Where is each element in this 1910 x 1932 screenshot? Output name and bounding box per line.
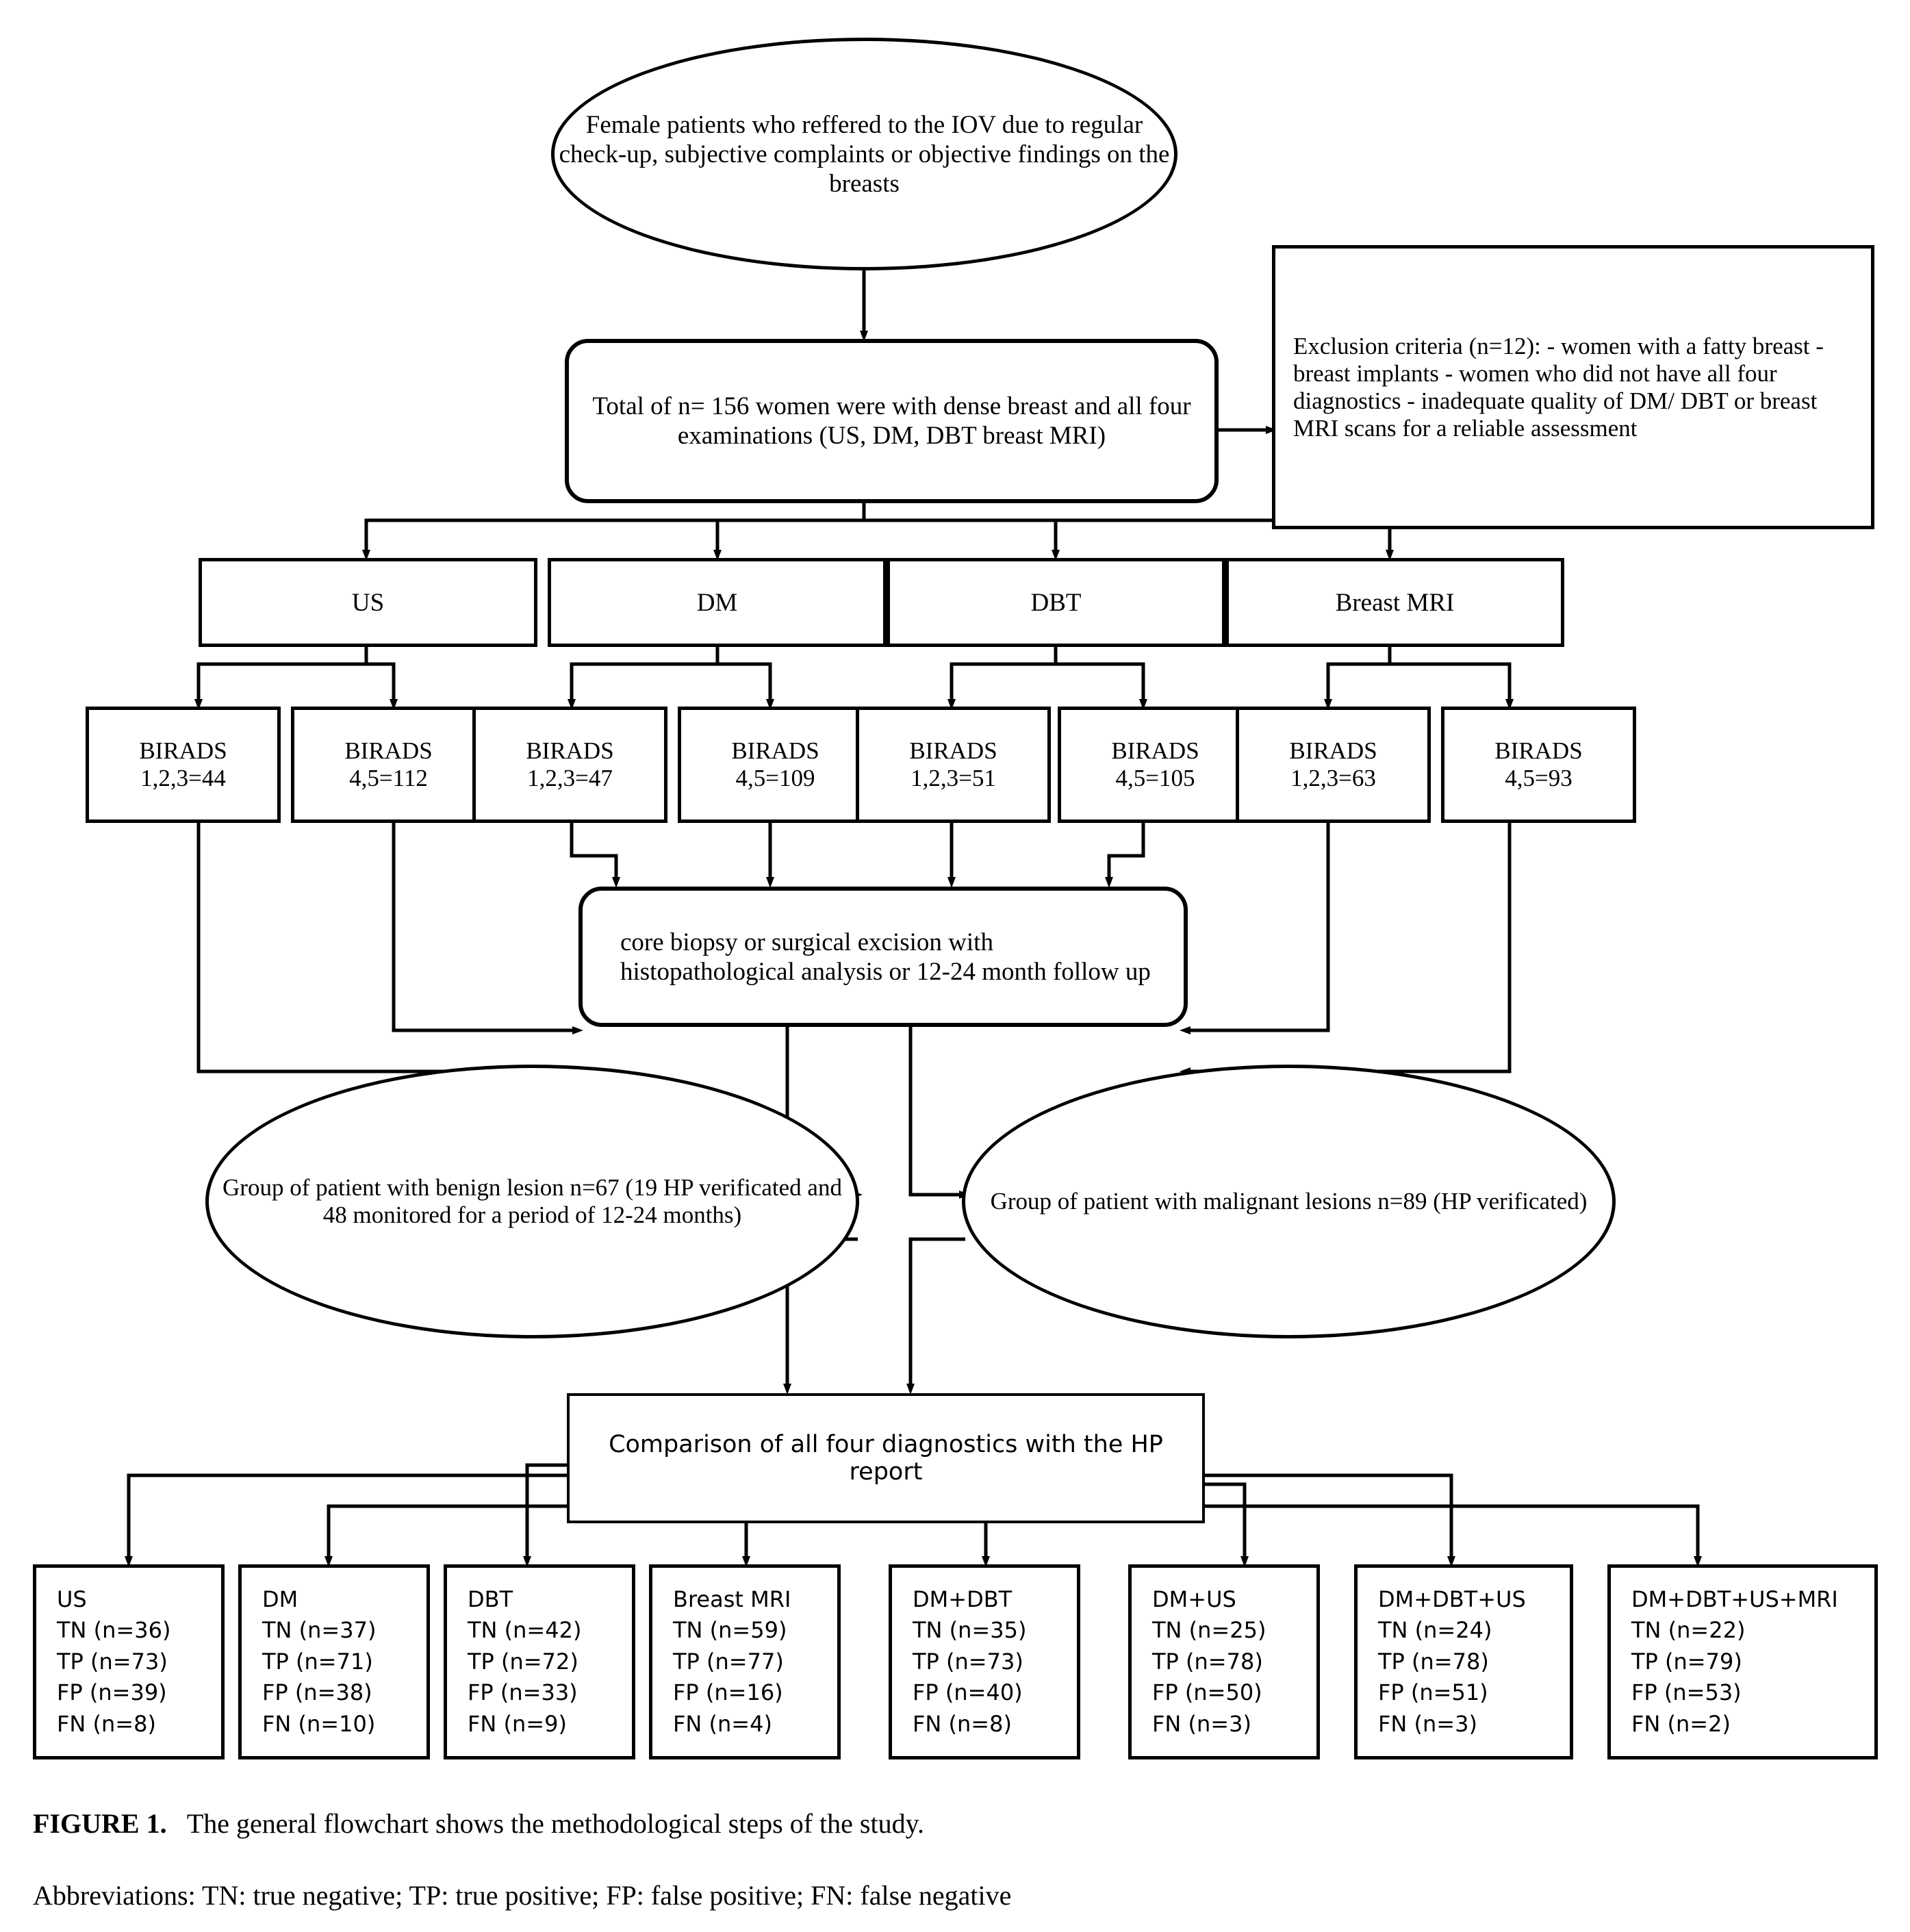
node-benign-group: Group of patient with benign lesion n=67… [205,1065,859,1338]
node-reference-standard: core biopsy or surgical excision with hi… [578,887,1188,1027]
source-population-text: Female patients who reffered to the IOV … [559,110,1170,198]
modality-box-breast-mri: Breast MRI [1225,558,1564,647]
figure-caption: FIGURE 1. The general flowchart shows th… [33,1807,924,1840]
node-comparison: Comparison of all four diagnostics with … [567,1393,1205,1523]
figure-caption-text: The general flowchart shows the methodol… [186,1808,924,1839]
modality-label: DBT [1030,588,1082,617]
figure-abbreviations: Abbreviations: TN: true negative; TP: tr… [33,1879,1011,1911]
node-malignant-group: Group of patient with malignant lesions … [962,1065,1616,1338]
modality-box-dm: DM [548,558,887,647]
comparison-text: Comparison of all four diagnostics with … [609,1431,1163,1486]
modality-label: DM [696,588,738,617]
exclusion-criteria-text: Exclusion criteria (n=12): - women with … [1293,332,1824,442]
modality-box-dbt: DBT [887,558,1225,647]
modality-box-us: US [199,558,537,647]
modality-label: US [351,588,385,617]
node-source-population: Female patients who reffered to the IOV … [551,38,1177,270]
benign-group-text: Group of patient with benign lesion n=67… [222,1174,842,1228]
figure-abbreviations-text: Abbreviations: TN: true negative; TP: tr… [33,1880,1012,1911]
figure-caption-label: FIGURE 1. [33,1808,181,1839]
modality-label: Breast MRI [1335,588,1455,617]
malignant-group-text: Group of patient with malignant lesions … [990,1188,1588,1215]
included-total-text: Total of n= 156 women were with dense br… [592,392,1191,450]
node-included-total: Total of n= 156 women were with dense br… [565,339,1219,503]
node-exclusion-criteria: Exclusion criteria (n=12): - women with … [1272,245,1874,529]
reference-standard-text: core biopsy or surgical excision with hi… [620,928,1151,986]
